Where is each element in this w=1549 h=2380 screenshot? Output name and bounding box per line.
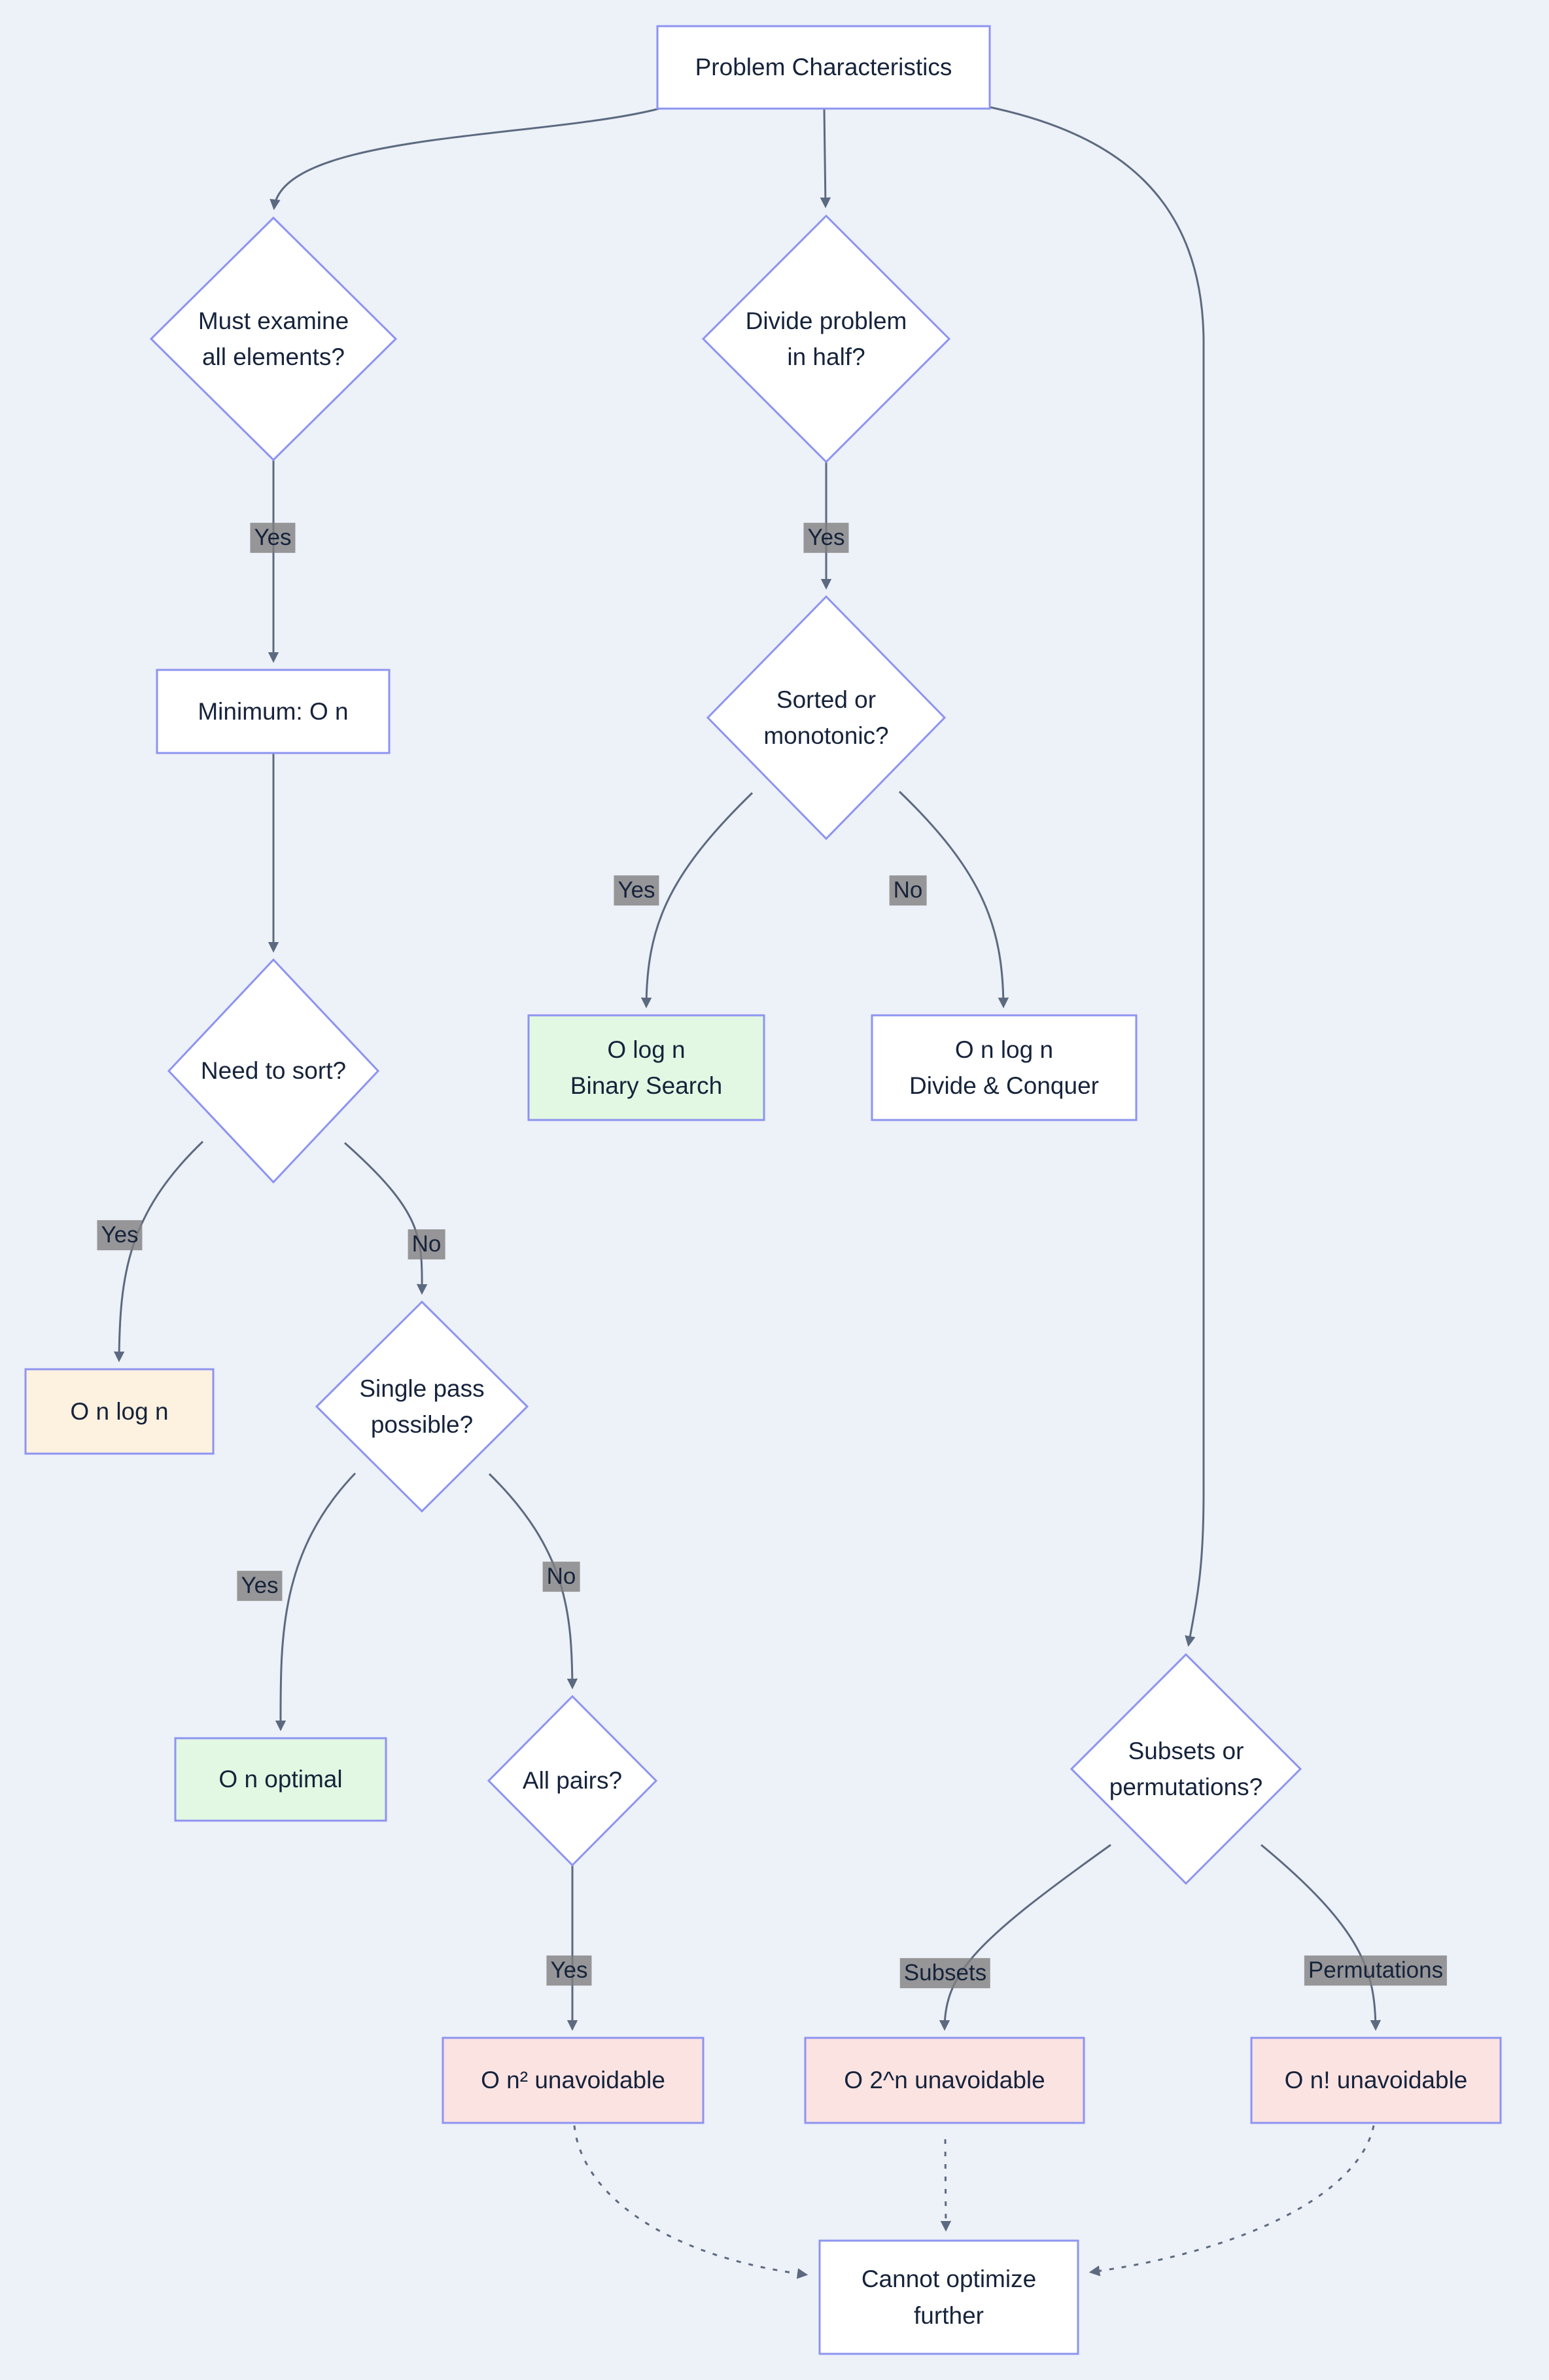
node-shape-singlepass <box>315 1300 529 1513</box>
edge-sorted-to-divconq <box>898 790 1009 1009</box>
node-shape-binary <box>527 1014 765 1121</box>
edge-needsort-to-onlogn <box>113 1140 204 1363</box>
node-shape-minimum <box>156 669 391 754</box>
edge-onfact-to-cannot <box>1088 2125 1375 2277</box>
node-shape-sorted <box>706 595 947 841</box>
edge-singlepass-to-onoptimal <box>275 1472 357 1732</box>
node-shape-allpairs <box>487 1694 658 1867</box>
edge-sorted-to-binary <box>640 792 754 1009</box>
edge-problem-to-examine <box>270 107 660 211</box>
node-shape-subsets <box>1070 1653 1302 1885</box>
node-shape-cannot <box>818 2239 1079 2355</box>
edge-o2n-to-cannot <box>940 2139 952 2232</box>
edge-subsets-to-o2n <box>939 1844 1111 2031</box>
node-shape-on2 <box>442 2037 705 2124</box>
node-shape-needsort <box>167 958 380 1184</box>
edge-needsort-to-singlepass <box>344 1142 428 1295</box>
node-shape-onfact <box>1250 2037 1502 2124</box>
node-shape-problem <box>656 25 991 110</box>
edge-problem-to-subsets <box>990 106 1205 1647</box>
node-shape-onlogn <box>24 1368 215 1455</box>
node-shape-onoptimal <box>174 1737 387 1822</box>
node-shape-divconq <box>871 1014 1138 1121</box>
node-shape-divide <box>701 214 951 464</box>
node-shape-examine <box>149 216 398 462</box>
node-shape-o2n <box>804 2037 1085 2124</box>
edge-subsets-to-onfact <box>1261 1844 1382 2031</box>
edge-singlepass-to-allpairs <box>488 1473 578 1690</box>
edge-problem-to-divide <box>820 108 831 209</box>
edge-on2-to-cannot <box>573 2125 809 2279</box>
